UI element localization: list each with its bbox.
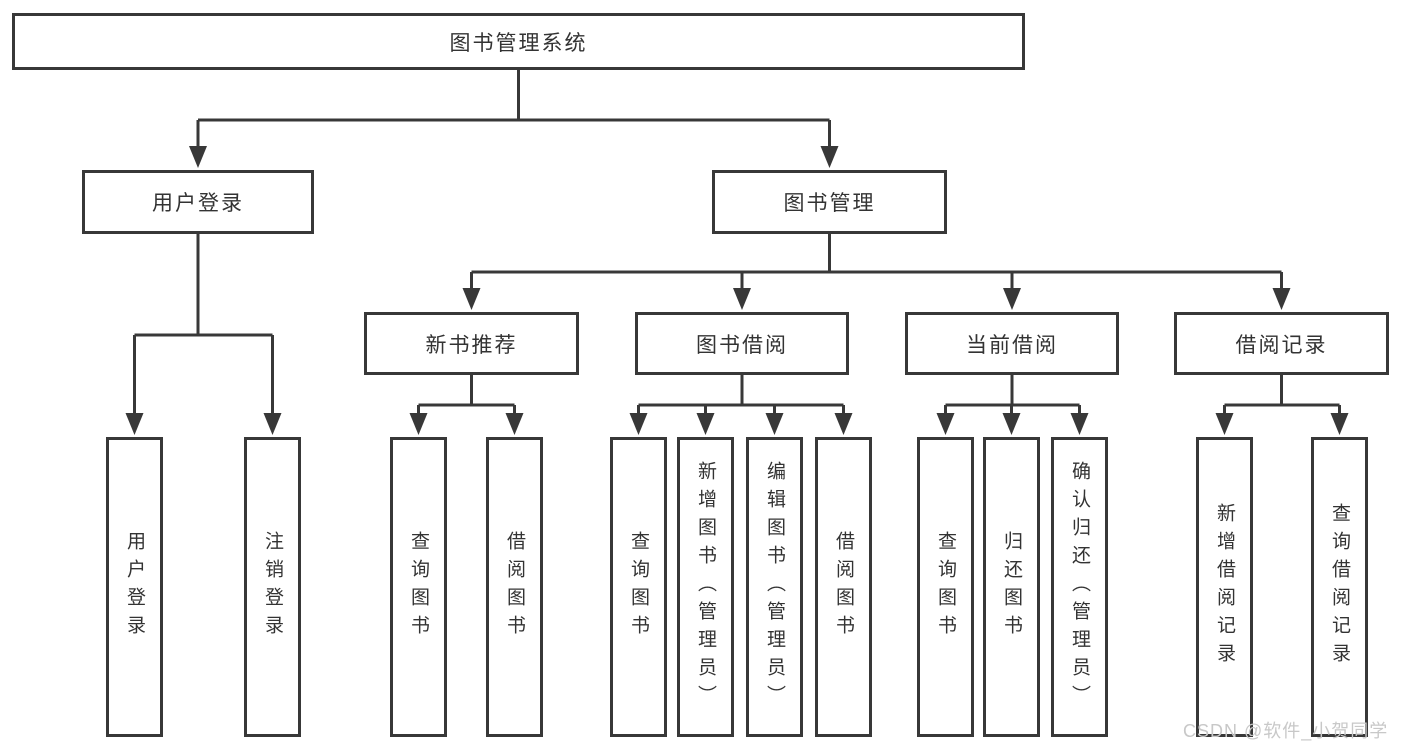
node-book-borrow: 图书借阅 (635, 312, 849, 375)
leaf-add-books-admin: 新增图书（管理员） (677, 437, 734, 737)
leaf-user-login: 用户登录 (106, 437, 163, 737)
leaf-query-books-recommend: 查询图书 (390, 437, 447, 737)
leaf-query-books-borrow: 查询图书 (610, 437, 667, 737)
leaf-borrow-books: 借阅图书 (815, 437, 872, 737)
leaf-query-borrow-record: 查询借阅记录 (1311, 437, 1368, 737)
leaf-return-books: 归还图书 (983, 437, 1040, 737)
leaf-logout: 注销登录 (244, 437, 301, 737)
node-book-management: 图书管理 (712, 170, 947, 234)
node-user-login: 用户登录 (82, 170, 314, 234)
leaf-borrow-books-recommend: 借阅图书 (486, 437, 543, 737)
leaf-add-borrow-record: 新增借阅记录 (1196, 437, 1253, 737)
leaf-edit-books-admin: 编辑图书（管理员） (746, 437, 803, 737)
leaf-query-books-current: 查询图书 (917, 437, 974, 737)
node-new-book-recommend: 新书推荐 (364, 312, 579, 375)
leaf-confirm-return-admin: 确认归还（管理员） (1051, 437, 1108, 737)
watermark: CSDN @软件_小贺同学 (1183, 721, 1389, 741)
node-current-borrow: 当前借阅 (905, 312, 1119, 375)
node-borrow-records: 借阅记录 (1174, 312, 1389, 375)
node-root-system: 图书管理系统 (12, 13, 1025, 70)
